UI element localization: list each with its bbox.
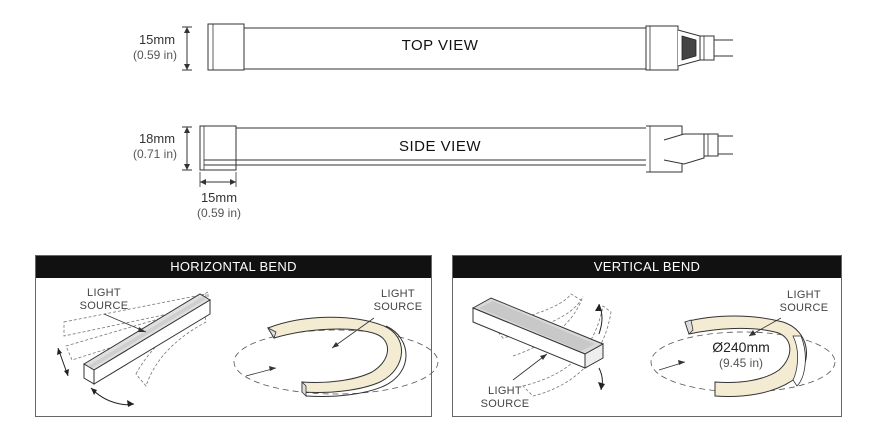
horizontal-bend-callout-left: LIGHT SOURCE [79, 287, 129, 312]
side-view-label: SIDE VIEW [398, 138, 481, 155]
top-view-dim-mm: 15mm [138, 32, 176, 47]
vertical-bend-diameter-mm: Ø240mm [712, 339, 770, 355]
vertical-bend-profile [471, 297, 605, 369]
horizontal-bend-profile [83, 293, 211, 385]
horizontal-bend-illustration [57, 291, 439, 407]
vertical-bend-illustration [471, 293, 836, 397]
horizontal-bend-callout-right: LIGHT SOURCE [373, 288, 423, 313]
top-view-drawing [182, 23, 733, 71]
top-view-dim-in: (0.59 in) [132, 48, 178, 62]
vertical-bend-callout-left: LIGHT SOURCE [480, 385, 530, 410]
top-view-label: TOP VIEW [401, 37, 479, 54]
horizontal-bend-ring [233, 316, 439, 397]
top-view-connector [645, 25, 733, 71]
side-view-end-cap [199, 125, 237, 171]
side-view-connector [646, 125, 733, 173]
vertical-bend-diameter-in: (9.45 in) [718, 356, 764, 370]
top-view-end-cap [207, 23, 245, 71]
vertical-bend-title: VERTICAL BEND [453, 256, 841, 278]
side-view-width-mm: 15mm [200, 190, 238, 205]
side-view-width-in: (0.59 in) [196, 206, 242, 220]
vertical-bend-panel: VERTICAL BEND [452, 255, 842, 417]
vertical-bend-ring [650, 315, 836, 397]
vertical-bend-callout-right: LIGHT SOURCE [779, 289, 829, 314]
horizontal-bend-panel: HORIZONTAL BEND [35, 255, 439, 417]
horizontal-bend-title: HORIZONTAL BEND [36, 256, 431, 278]
side-view-height-mm: 18mm [138, 131, 176, 146]
side-view-height-in: (0.71 in) [132, 147, 178, 161]
side-view-drawing [182, 125, 733, 187]
